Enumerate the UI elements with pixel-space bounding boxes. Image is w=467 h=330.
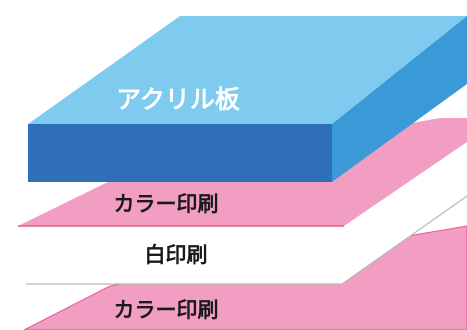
color-print-bottom-label: カラー印刷: [114, 298, 219, 322]
acrylic-plate-front-face: [28, 124, 332, 182]
acrylic-plate-side-face: [332, 16, 467, 182]
acrylic-plate: アクリル板: [28, 16, 467, 182]
white-print-sheet: [26, 178, 467, 284]
white-print-label: 白印刷: [145, 243, 208, 267]
white-print-layer: 白印刷: [26, 178, 467, 285]
acrylic-plate-top-face: [28, 16, 467, 124]
white-print-side-edge: [341, 195, 467, 285]
acrylic-plate-label: アクリル板: [116, 85, 240, 114]
color-print-top-label: カラー印刷: [114, 192, 219, 216]
